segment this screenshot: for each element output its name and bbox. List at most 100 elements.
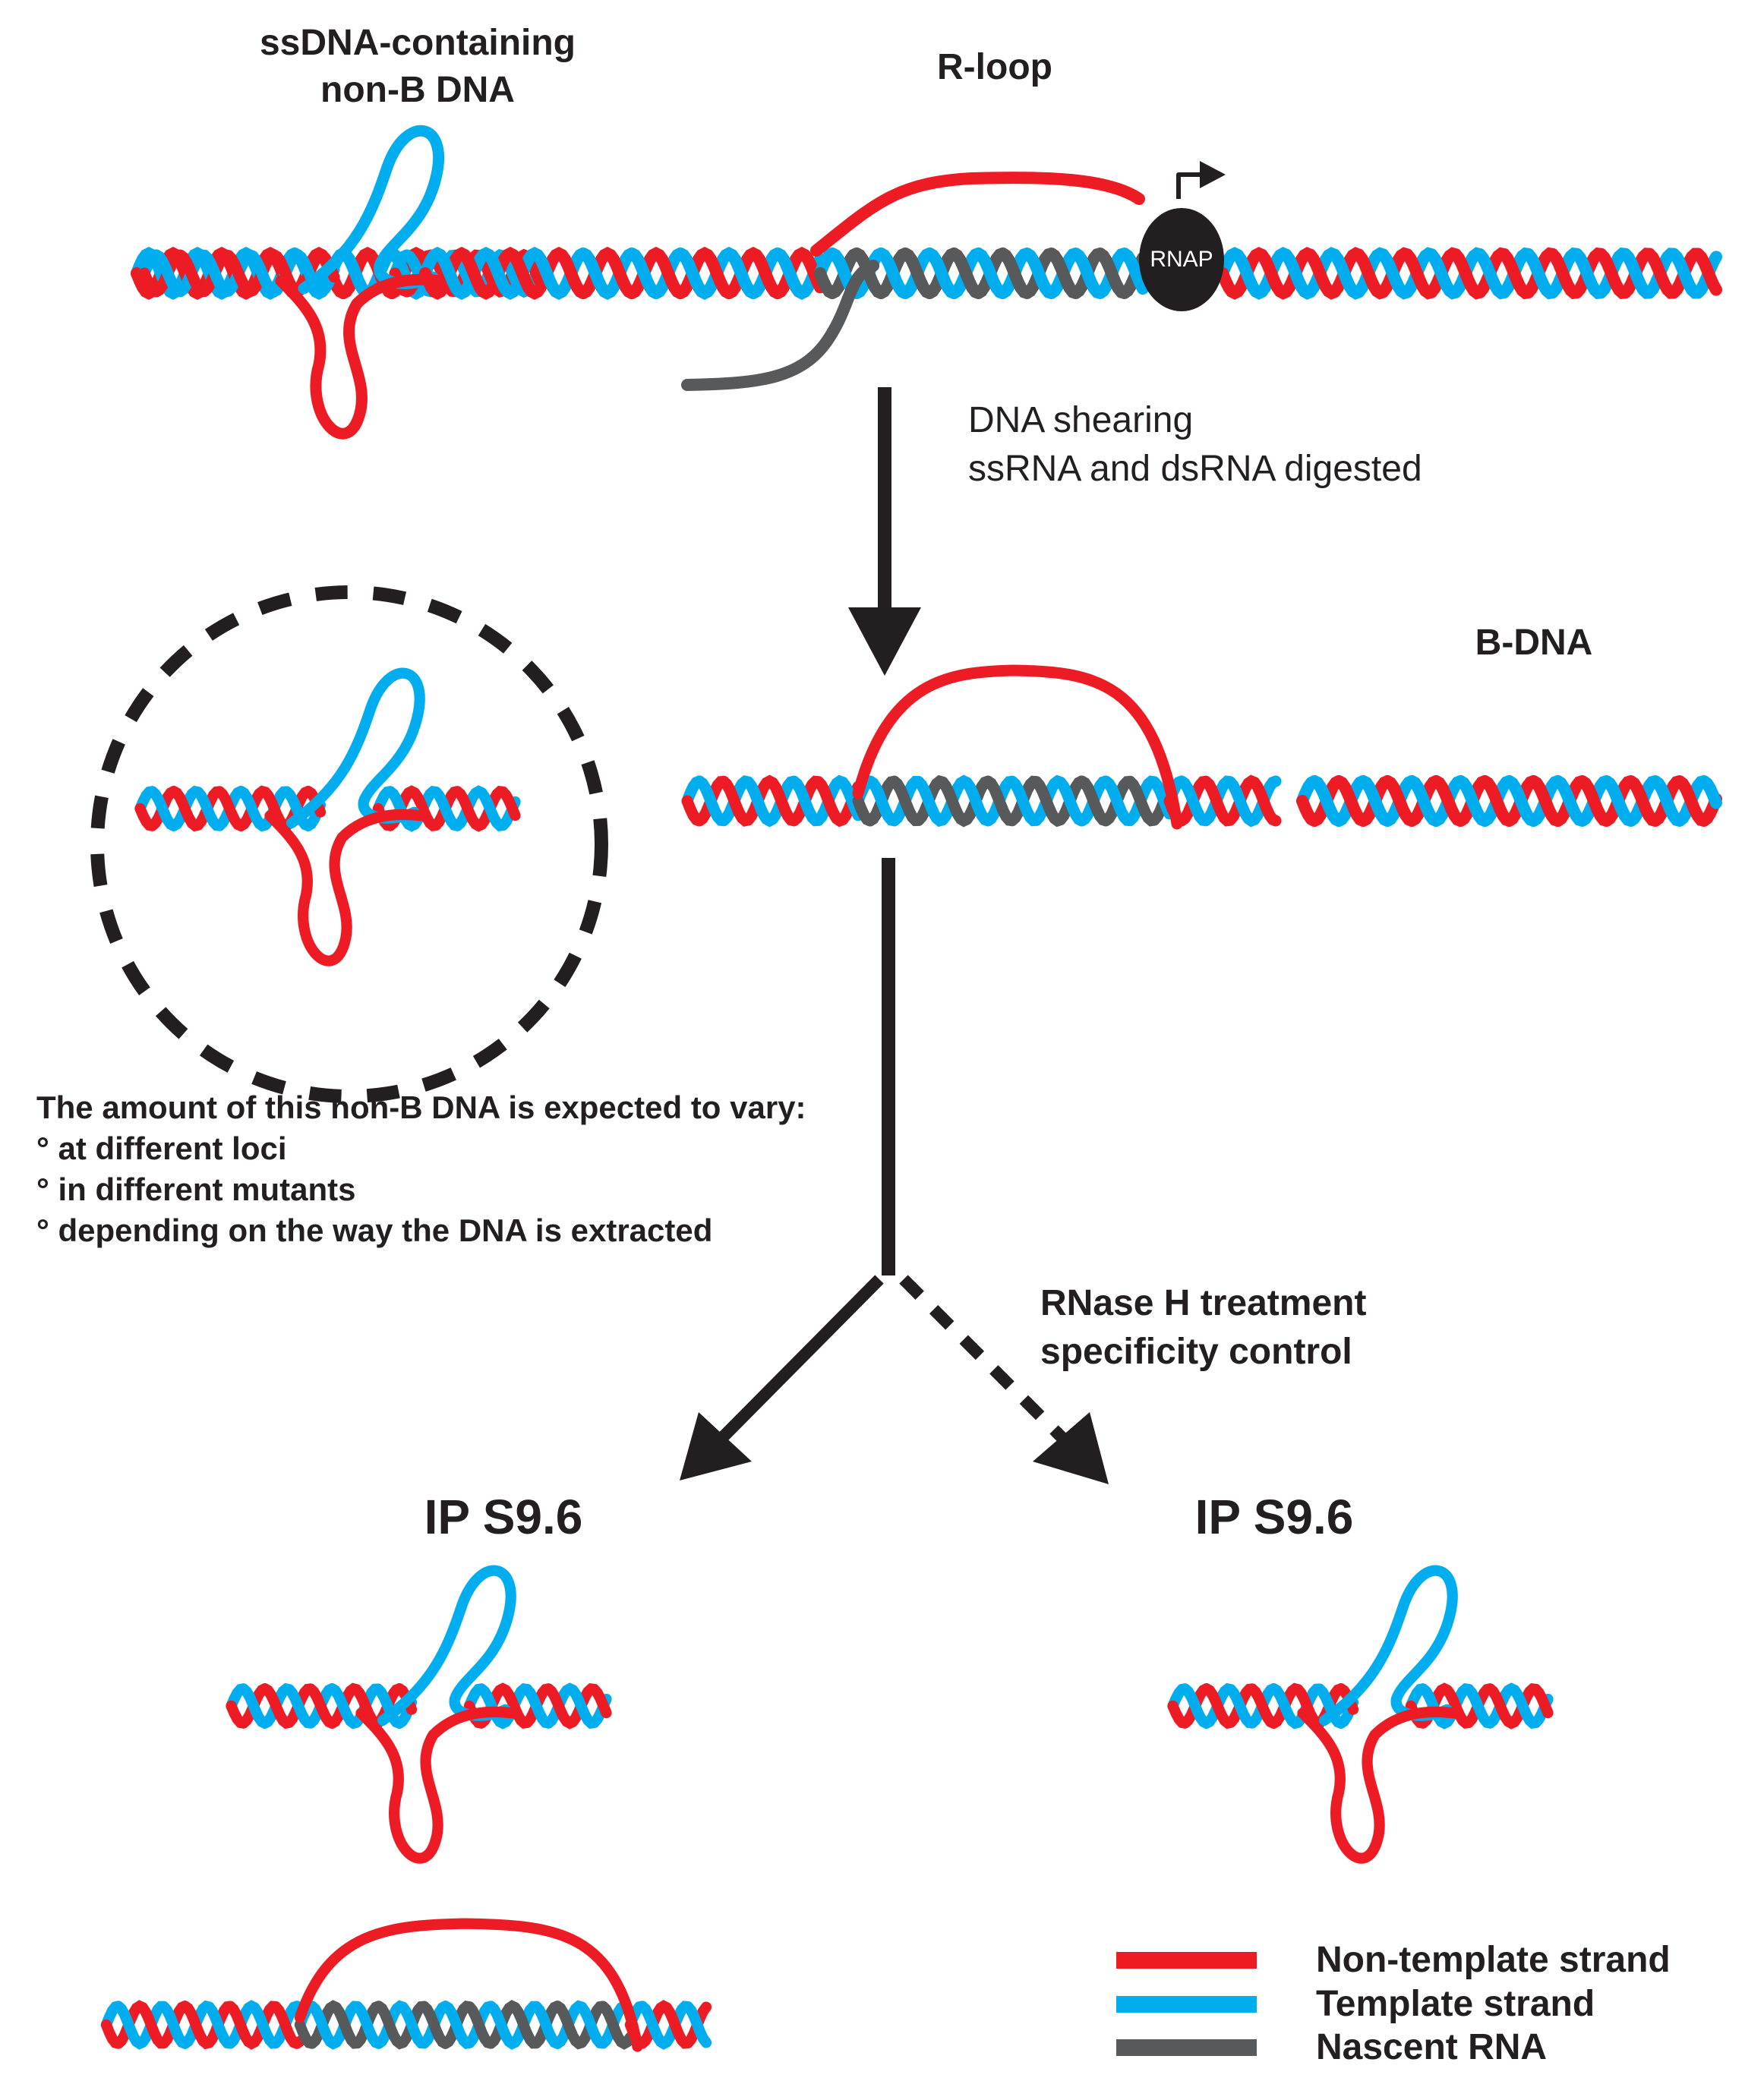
helix-strand-b-front (1055, 776, 1088, 827)
helix-strand-a-front (138, 267, 163, 298)
helix-strand-b-front (682, 2001, 712, 2048)
top-nascent-rna-tail (681, 260, 879, 391)
helix-strand-b-front (1314, 1683, 1347, 1729)
helix-strand-b-front (1509, 1684, 1541, 1729)
helix-strand-b-front (1179, 1683, 1212, 1729)
helix-strand-a-front (948, 248, 985, 299)
helix-strand-a-front (597, 2001, 633, 2050)
helix-strand-b-front (238, 1683, 270, 1729)
helix-strand-a-front (497, 786, 521, 821)
ip-right-nonb-structure-left-arm (1167, 1682, 1359, 1730)
helix-strand-a-front (1381, 775, 1418, 827)
helix-strand-b-front (1328, 248, 1365, 300)
ip-right-nonb-structure-template-loop (1318, 1565, 1458, 1726)
helix-strand-b-front (372, 1683, 405, 1729)
helix-strand-b-front (1570, 248, 1608, 300)
helix-strand-b-front (476, 787, 509, 831)
helix-strand-a-front (214, 786, 247, 831)
helix-strand-b-front (788, 775, 825, 827)
helix-strand-a-front (1530, 1683, 1554, 1719)
helix-strand-b-front (198, 249, 235, 298)
helix-strand-a-front (661, 2002, 694, 2049)
sheared-rloop-fragment-left-duplex (681, 774, 864, 828)
helix-strand-b-front (1175, 775, 1212, 827)
helix-strand-b-front (235, 786, 271, 832)
helix-strand-b-front (292, 249, 328, 298)
helix-strand-b-front (972, 248, 1009, 299)
ip-right-title: IP S9.6 (1195, 1490, 1354, 1544)
helix-strand-b-front (1100, 775, 1136, 827)
helix-strand-b-front (352, 2001, 384, 2049)
shearing-arrowhead (848, 607, 921, 676)
helix-strand-b-front (1425, 248, 1463, 300)
top-nonb-structure-template-loop (298, 125, 444, 295)
ip-left-rloop-left-duplex (100, 2000, 306, 2050)
helix-strand-b-front (864, 775, 901, 827)
helix-strand-b-front (1021, 248, 1058, 299)
top-rna-dna-hybrid (814, 248, 1149, 299)
helix-strand-b-front (875, 248, 912, 299)
helix-strand-a-front (1673, 775, 1710, 827)
sheared-rloop-fragment-displaced-strand (852, 664, 1183, 830)
shearing-step-line1: DNA shearing (968, 400, 1193, 440)
sheared-rloop-fragment-rna-dna-hybrid (852, 774, 1175, 828)
nonb-highlight-circle (90, 585, 608, 1103)
helix-strand-a-front (1576, 775, 1613, 827)
legend-label-template: Template strand (1316, 1984, 1595, 2024)
helix-strand-b-front (674, 248, 714, 300)
helix-strand-b-front (522, 1683, 554, 1729)
rnap-direction-arrowhead (1200, 161, 1226, 188)
rnap-label: RNAP (1150, 247, 1213, 272)
ip-left-rloop-rna-dna-hybrid (294, 2000, 636, 2050)
helix-strand-b-front (1698, 775, 1722, 809)
ip-right-arrowhead (1033, 1412, 1109, 1484)
helix-strand-a-front (270, 2001, 303, 2049)
helix-strand-b-front (1118, 248, 1149, 295)
rnaseh-line2: specificity control (1040, 1332, 1352, 1372)
circled-nonb-structure-template-loop (286, 667, 425, 829)
helix-strand-b-front (772, 248, 811, 300)
helix-strand-b-front (626, 248, 662, 299)
helix-strand-b-front (1668, 248, 1705, 299)
bdna-fragment (1296, 775, 1722, 827)
helix-strand-a-front (452, 786, 488, 832)
helix-strand-b-front (1619, 248, 1656, 299)
helix-strand-b-front (1503, 775, 1540, 827)
helix-strand-a-front (459, 249, 495, 300)
helix-strand-a-front (1692, 248, 1722, 296)
diagram-artwork (90, 125, 1722, 2052)
helix-strand-a-front (175, 249, 210, 298)
circled-nonb-structure-non-template-loop (264, 809, 428, 966)
helix-strand-a-front (543, 1683, 579, 1730)
circled-nonb-structure-left-arm (134, 785, 327, 832)
helix-strand-a-front (589, 1683, 612, 1719)
helix-strand-a-front (418, 2001, 451, 2049)
nonb-title-line1: ssDNA-containing (260, 23, 576, 63)
helix-strand-a-front (1248, 777, 1282, 827)
helix-strand-a-front (767, 777, 800, 827)
helix-strand-a-front (305, 1683, 338, 1729)
helix-strand-a-front (996, 248, 1033, 299)
helix-strand-a-front (1478, 775, 1516, 827)
rloop-title: R-loop (937, 47, 1052, 87)
nonb-title-line2: non-B DNA (320, 70, 515, 110)
helix-strand-a-front (134, 802, 158, 831)
helix-strand-b-front (577, 248, 617, 300)
helix-strand-b-front (1225, 1684, 1258, 1729)
helix-strand-a-front (1201, 1683, 1237, 1730)
helix-strand-a-front (681, 795, 705, 827)
helix-strand-a-front (1076, 775, 1112, 827)
helix-strand-b-front (1308, 775, 1346, 827)
helix-strand-b-front (434, 249, 471, 300)
helix-strand-a-front (750, 249, 784, 299)
helix-strand-a-front (1216, 267, 1244, 300)
note-line1: The amount of this non-B DNA is expected… (36, 1089, 806, 1125)
helix-strand-b-front (1454, 775, 1491, 827)
ip-left-nonb-structure-left-arm (226, 1682, 418, 1730)
helix-strand-a-front (899, 248, 936, 299)
helix-strand-b-front (1280, 248, 1317, 300)
helix-strand-b-front (431, 786, 463, 831)
helix-strand-a-front (1124, 775, 1160, 827)
helix-strand-a-front (1497, 248, 1535, 300)
